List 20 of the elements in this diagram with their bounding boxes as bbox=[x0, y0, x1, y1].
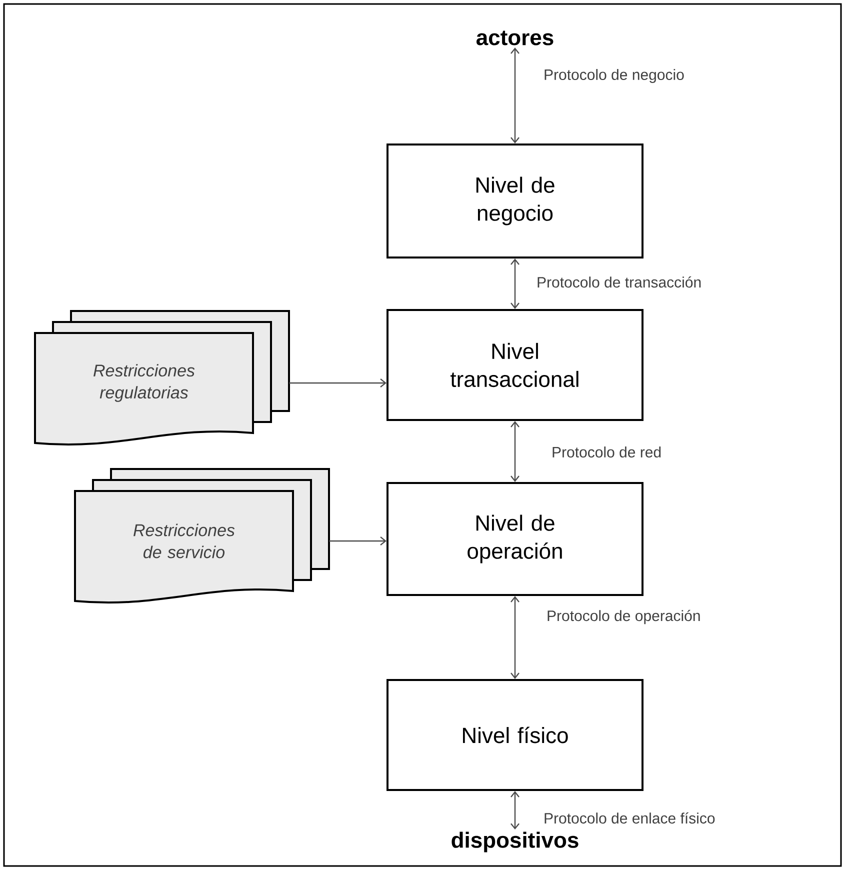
level-box: Nivel de operación bbox=[386, 482, 644, 596]
endpoint-label: dispositivos bbox=[452, 832, 578, 852]
arrow bbox=[510, 791, 520, 830]
arrow bbox=[510, 258, 520, 309]
level-box: Nivel de negocio bbox=[386, 144, 644, 258]
endpoint-label: actores bbox=[476, 30, 554, 46]
edge-label: Protocolo de transacción bbox=[538, 276, 701, 288]
document-stack: Restricciones de servicio bbox=[74, 468, 330, 604]
arrow bbox=[329, 536, 386, 546]
edge-label: Protocolo de operación bbox=[548, 610, 700, 624]
arrow bbox=[510, 47, 520, 144]
arrow bbox=[510, 596, 520, 679]
level-box: Nivel físico bbox=[386, 679, 644, 791]
document-stack: Restricciones regulatorias bbox=[34, 310, 290, 446]
arrow bbox=[289, 378, 386, 388]
edge-label: Protocolo de red bbox=[552, 446, 661, 458]
edge-label: Protocolo de enlace físico bbox=[544, 812, 715, 824]
arrow bbox=[510, 421, 520, 482]
edge-label: Protocolo de negocio bbox=[544, 69, 684, 83]
level-box: Nivel transaccional bbox=[386, 309, 644, 421]
